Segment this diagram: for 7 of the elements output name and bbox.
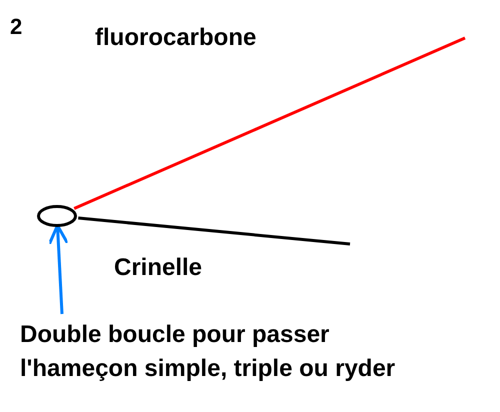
arrow [48, 224, 69, 314]
caption-text: Double boucle pour passer l'hameçon simple, triple ou ryder [20, 320, 396, 384]
line-label: Crinelle [114, 254, 202, 282]
line [78, 216, 350, 246]
line [74, 36, 466, 210]
line-label: fluorocarbone [95, 24, 256, 52]
figure-number: 2 [10, 14, 22, 40]
